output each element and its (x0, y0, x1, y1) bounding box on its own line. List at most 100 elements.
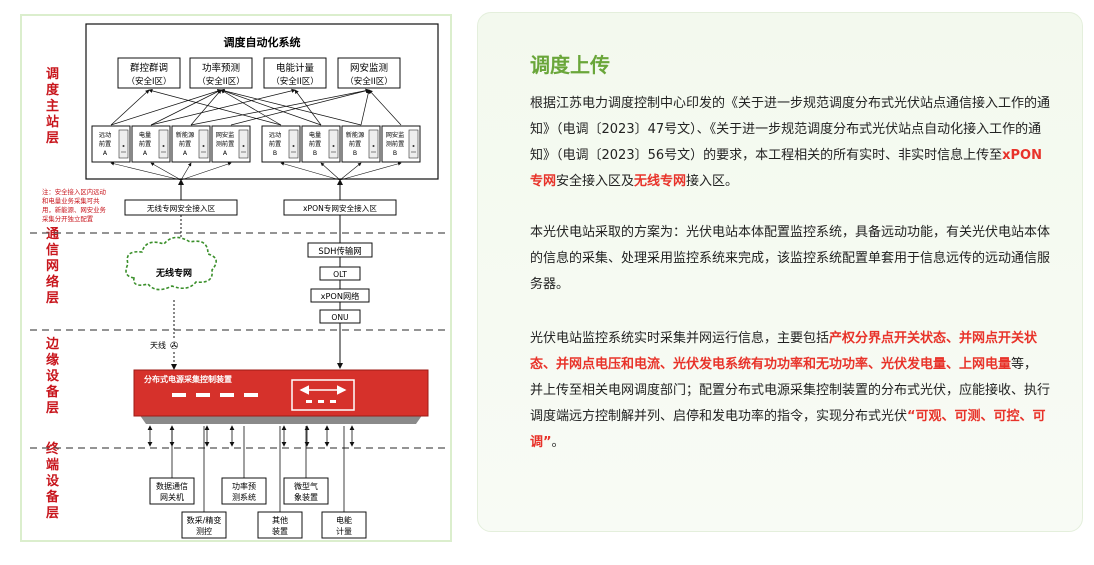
xpon-access-zone-label: xPON专网安全接入区 (303, 203, 377, 213)
app-box: 电能计量 （安全II区） (263, 57, 327, 89)
architecture-diagram: 调度主站层 通信网络层 边缘设备层 终端设备层 调度自动化系统 群控群调 （安全I… (20, 14, 452, 542)
svg-text:群控群调: 群控群调 (130, 62, 168, 74)
svg-text:A: A (103, 150, 108, 157)
svg-text:网安监: 网安监 (386, 131, 405, 139)
terminal-device-box: 电能计量 (321, 426, 367, 539)
app-box: 功率预测 （安全II区） (189, 57, 253, 89)
highlight-text: 产权分界点开关状态、并网点开关状态、并网点电压和电流、光伏发电系统有功功率和无功… (530, 331, 1038, 372)
olt-label: OLT (333, 270, 347, 279)
svg-text:功率预: 功率预 (232, 481, 256, 491)
body-text: 安全接入区及 (556, 174, 635, 189)
svg-text:新能源: 新能源 (346, 131, 365, 139)
wireless-cloud-label: 无线专网 (155, 267, 192, 279)
highlight-text: “可观、可测、可控、可调” (530, 409, 1046, 450)
svg-text:（安全II区）: （安全II区） (197, 76, 245, 87)
body-text: 。 (551, 435, 565, 450)
antenna-label: 天线 (150, 340, 166, 350)
paragraph-upload-requirement: 根据江苏电力调度控制中心印发的《关于进一步规范调度分布式光伏站点通信接入工作的通… (530, 91, 1050, 195)
system-title: 调度自动化系统 (224, 35, 301, 49)
layer-label-terminal: 终端设备层 (45, 441, 60, 521)
paragraph-scheme: 本光伏电站采取的方案为：光伏电站本体配置监控系统，具备远动功能，有关光伏电站本体… (530, 220, 1050, 298)
svg-text:前置: 前置 (309, 140, 321, 148)
svg-text:计量: 计量 (336, 526, 352, 536)
onu-label: ONU (331, 313, 348, 322)
info-card: 调度上传 根据江苏电力调度控制中心印发的《关于进一步规范调度分布式光伏站点通信接… (477, 12, 1083, 532)
svg-text:和电量业务采集可共: 和电量业务采集可共 (42, 196, 100, 205)
svg-text:用，新能源、网安业务: 用，新能源、网安业务 (42, 205, 107, 214)
device-port-icons (172, 393, 258, 397)
svg-text:B: B (273, 150, 277, 157)
card-title: 调度上传 (530, 53, 610, 77)
paragraph-monitoring: 光伏电站监控系统实时采集并网运行信息，主要包括产权分界点开关状态、并网点开关状态… (530, 326, 1050, 456)
svg-text:（安全II区）: （安全II区） (345, 76, 393, 87)
note-text: 注：安全接入区内远动 和电量业务采集可共 用，新能源、网安业务 采集分开独立配置 (42, 187, 107, 223)
wireless-cloud-icon (125, 236, 217, 291)
wireless-access-zone-label: 无线专网安全接入区 (147, 203, 216, 213)
svg-text:注：安全接入区内远动: 注：安全接入区内远动 (42, 187, 107, 196)
body-text: 本光伏电站采取的方案为：光伏电站本体配置监控系统，具备远动功能，有关光伏电站本体… (530, 225, 1051, 292)
svg-text:前置: 前置 (269, 140, 281, 148)
svg-text:数据通信: 数据通信 (156, 481, 188, 491)
svg-text:B: B (353, 150, 357, 157)
svg-text:其他: 其他 (272, 515, 288, 525)
svg-text:前置: 前置 (179, 140, 191, 148)
body-text: 接入区。 (686, 174, 739, 189)
antenna-icon: ✇ (170, 341, 178, 352)
svg-text:电量: 电量 (139, 131, 151, 139)
svg-text:A: A (143, 150, 148, 157)
svg-text:电量: 电量 (309, 131, 321, 139)
svg-text:测前置: 测前置 (216, 140, 235, 148)
app-box: 群控群调 （安全I区） (117, 57, 181, 89)
highlight-text: 无线专网 (634, 174, 687, 189)
collection-control-device (133, 369, 429, 417)
highlight-text: xPON专网 (530, 148, 1042, 189)
svg-text:采集分开独立配置: 采集分开独立配置 (42, 214, 94, 223)
body-text: 根据江苏电力调度控制中心印发的《关于进一步规范调度分布式光伏站点通信接入工作的通… (530, 96, 1051, 163)
svg-text:测前置: 测前置 (386, 140, 405, 148)
app-box: 网安监测 （安全II区） (337, 57, 401, 89)
svg-text:前置: 前置 (349, 140, 361, 148)
body-text: 光伏电站监控系统实时采集并网运行信息，主要包括 (530, 331, 830, 346)
svg-text:测控: 测控 (196, 526, 212, 536)
svg-text:功率预测: 功率预测 (202, 62, 240, 74)
svg-text:远动: 远动 (269, 131, 281, 139)
svg-text:（安全II区）: （安全II区） (271, 76, 319, 87)
top-cropped-caption (150, 0, 590, 6)
svg-text:电能计量: 电能计量 (276, 62, 315, 74)
device-label: 分布式电源采集控制装置 (144, 374, 232, 384)
svg-text:（安全I区）: （安全I区） (126, 76, 171, 87)
layer-label-dispatch: 调度主站层 (46, 67, 60, 146)
svg-text:数采/精变: 数采/精变 (187, 515, 222, 525)
svg-text:网安监测: 网安监测 (350, 62, 388, 74)
svg-text:测系统: 测系统 (232, 492, 256, 502)
layer-label-edge: 边缘设备层 (45, 337, 60, 416)
svg-text:象装置: 象装置 (294, 492, 318, 502)
svg-text:网安监: 网安监 (216, 131, 235, 139)
svg-text:网关机: 网关机 (160, 492, 184, 502)
svg-text:装置: 装置 (272, 526, 288, 536)
svg-text:新能源: 新能源 (176, 131, 195, 139)
svg-text:前置: 前置 (99, 140, 111, 148)
svg-text:B: B (313, 150, 317, 157)
svg-text:前置: 前置 (139, 140, 151, 148)
device-display-panel (291, 379, 355, 411)
svg-text:远动: 远动 (99, 131, 111, 139)
xpon-network-label: xPON网络 (321, 291, 360, 301)
svg-text:A: A (223, 150, 228, 157)
layer-label-network: 通信网络层 (46, 226, 59, 306)
body-text: 等，并上传至相关电网调度部门；配置分布式电源采集控制装置的分布式光伏，应能接收、… (530, 357, 1051, 424)
sdh-network-label: SDH传输网 (318, 246, 361, 256)
